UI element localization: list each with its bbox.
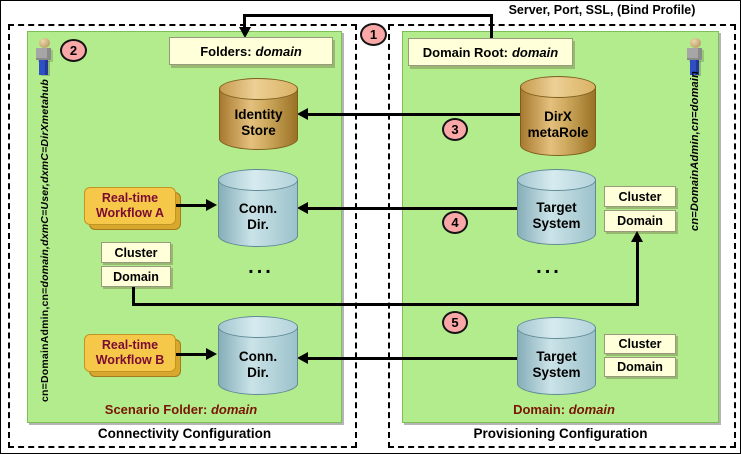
server-port-ssl-label: Server, Port, SSL, (Bind Profile): [508, 3, 696, 17]
scenario-folder-caption: Scenario Folder: domain: [104, 402, 258, 417]
step-badge-4: 4: [442, 211, 468, 234]
conn-dir-cylinder-top: Conn.Dir.: [218, 169, 298, 247]
step-badge-3: 3: [442, 118, 468, 141]
person-torso: [36, 48, 51, 60]
connectivity-admin-dn: cn=DomainAdmin,cn=domain,dxmC=User,dxmC=…: [39, 79, 51, 402]
server-bracket-right-leg: [490, 14, 493, 40]
provisioning-cluster-tag-top: Cluster: [604, 186, 676, 207]
person-head: [690, 38, 701, 48]
arrow-workflow-b-to-conndir: [176, 353, 207, 356]
domain-root-tag: Domain Root:domain: [408, 38, 573, 66]
domain-route-across: [132, 303, 639, 306]
connectivity-domain-tag: Domain: [101, 266, 171, 287]
arrow-target-to-conndir-bottom: [304, 357, 517, 360]
arrowhead-domain-tag: [631, 231, 643, 242]
conn-dir-cylinder-bottom: Conn.Dir.: [218, 316, 298, 395]
arrowhead-identity-store: [297, 108, 308, 120]
domain-route-rise: [636, 241, 639, 305]
connectivity-ellipsis: ...: [248, 256, 274, 278]
provisioning-configuration-title: Provisioning Configuration: [473, 426, 648, 441]
arrowhead-conndir-top: [297, 202, 308, 214]
person-legs: [39, 60, 48, 75]
provisioning-admin-dn: cn=DomainAdmin,cn=domain: [689, 70, 701, 231]
domain-route-drop: [132, 287, 135, 305]
arrow-metarole-to-identity-store: [304, 113, 520, 116]
arrowhead-conndir-bottom: [297, 352, 308, 364]
arrowhead-workflow-a: [206, 199, 217, 211]
arrow-down-to-folders: [239, 27, 251, 38]
connectivity-configuration-title: Connectivity Configuration: [97, 426, 272, 441]
step-badge-2: 2: [60, 39, 87, 62]
arrow-target-to-conndir-top: [304, 207, 517, 210]
person-legs: [690, 60, 699, 75]
person-torso: [687, 48, 702, 60]
arrowhead-workflow-b: [206, 348, 217, 360]
provisioning-configuration-panel: [388, 24, 736, 448]
connectivity-cluster-tag: Cluster: [101, 242, 171, 263]
provisioning-cluster-tag-bottom: Cluster: [604, 334, 676, 354]
connectivity-configuration-panel: [8, 24, 357, 448]
server-bracket-left-leg: [243, 14, 246, 29]
provisioning-domain-tag-bottom: Domain: [604, 357, 676, 377]
domain-caption: Domain: domain: [513, 402, 615, 417]
arrow-workflow-a-to-conndir: [176, 204, 207, 207]
step-badge-5: 5: [442, 311, 468, 334]
provisioning-domain-tag-top: Domain: [604, 210, 676, 232]
server-bracket-line: [244, 14, 493, 17]
step-badge-1: 1: [360, 23, 387, 46]
provisioning-ellipsis: ...: [536, 256, 562, 278]
admin-person-icon: [34, 38, 54, 76]
person-head: [39, 38, 50, 48]
folders-tag: Folders:domain: [169, 37, 333, 65]
admin-person-icon-right: [685, 38, 705, 76]
